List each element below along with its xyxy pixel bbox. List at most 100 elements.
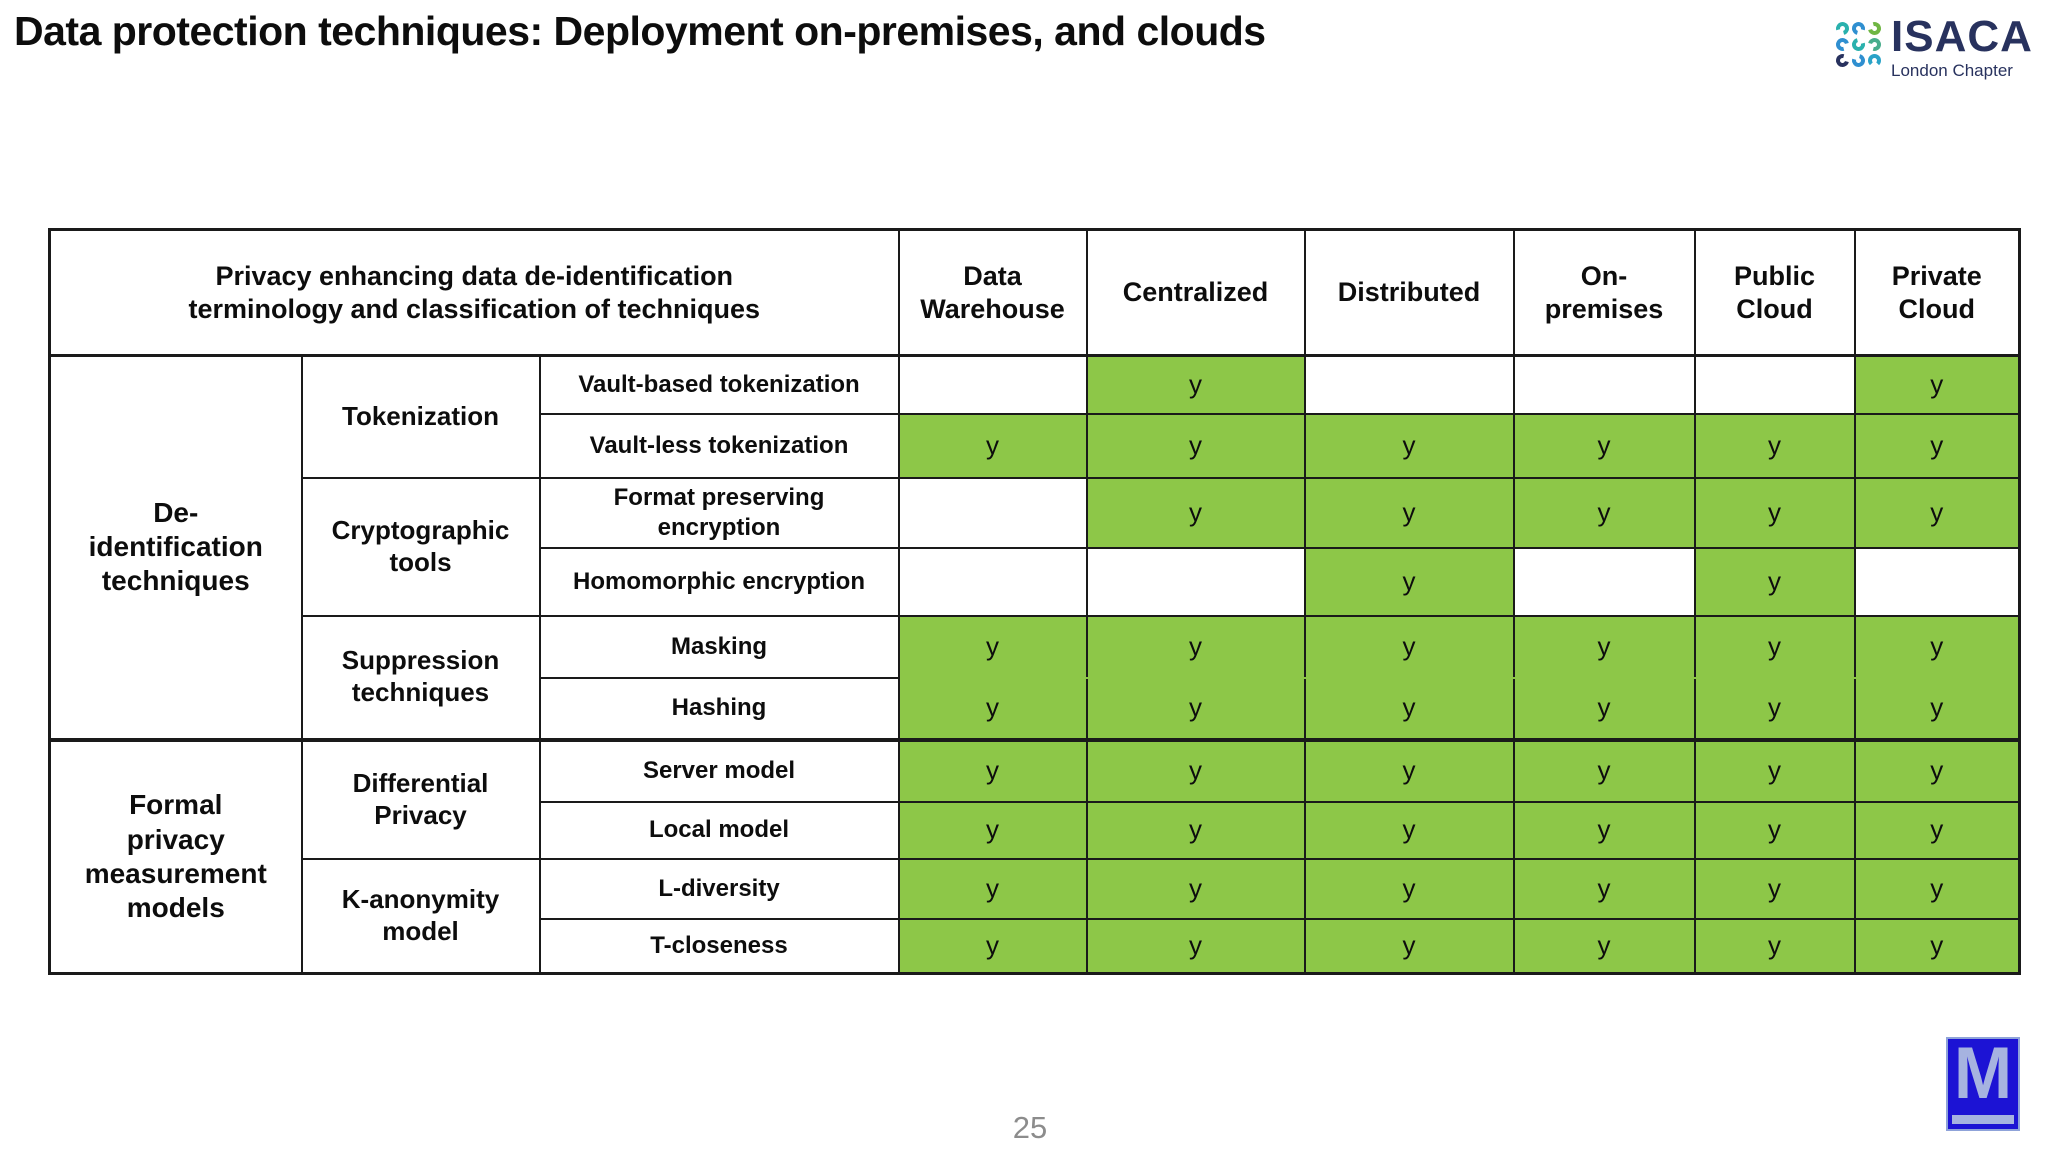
category-cell: De- identification techniques xyxy=(48,354,303,741)
group-cell: Tokenization xyxy=(300,354,541,479)
value-cell xyxy=(1693,354,1856,415)
category-cell: Formal privacy measurement models xyxy=(48,737,303,975)
value-cell: y xyxy=(1512,857,1696,920)
value-cell: y xyxy=(1512,917,1696,975)
isaca-mark-ring-icon xyxy=(1833,35,1852,54)
value-cell: y xyxy=(1693,800,1856,860)
isaca-wordmark-block: ISACA London Chapter xyxy=(1891,14,2033,81)
value-cell: y xyxy=(1303,800,1515,860)
technique-cell: Local model xyxy=(538,800,900,860)
isaca-mark-ring-icon xyxy=(1865,35,1884,54)
value-cell: y xyxy=(1303,476,1515,549)
page-title: Data protection techniques: Deployment o… xyxy=(14,8,1266,54)
value-cell xyxy=(1085,546,1306,617)
value-cell xyxy=(1853,546,2021,617)
value-cell: y xyxy=(897,917,1088,975)
value-cell: y xyxy=(897,676,1088,741)
value-cell: y xyxy=(1085,800,1306,860)
value-cell xyxy=(897,476,1088,549)
isaca-mark-ring-icon xyxy=(1833,19,1852,38)
value-cell xyxy=(897,546,1088,617)
value-cell: y xyxy=(1512,476,1696,549)
group-cell: K-anonymity model xyxy=(300,857,541,975)
value-cell: y xyxy=(1853,800,2021,860)
isaca-logo: ISACA London Chapter xyxy=(1833,14,2033,81)
technique-cell: Server model xyxy=(538,737,900,803)
value-cell: y xyxy=(1303,676,1515,741)
value-cell: y xyxy=(1085,354,1306,415)
value-cell: y xyxy=(1853,676,2021,741)
value-cell: y xyxy=(1512,412,1696,479)
value-cell: y xyxy=(897,412,1088,479)
value-cell: y xyxy=(1512,614,1696,679)
value-cell: y xyxy=(1085,412,1306,479)
value-cell xyxy=(1512,546,1696,617)
isaca-mark-ring-icon xyxy=(1865,19,1884,38)
value-cell: y xyxy=(1085,917,1306,975)
value-cell: y xyxy=(1693,546,1856,617)
column-header: Private Cloud xyxy=(1853,228,2021,357)
isaca-chapter-label: London Chapter xyxy=(1891,61,2013,80)
value-cell: y xyxy=(1853,917,2021,975)
group-cell: Differential Privacy xyxy=(300,737,541,860)
value-cell: y xyxy=(1853,476,2021,549)
value-cell: y xyxy=(1853,614,2021,679)
value-cell: y xyxy=(1693,412,1856,479)
technique-cell: Vault-less tokenization xyxy=(538,412,900,479)
group-cell: Cryptographic tools xyxy=(300,476,541,617)
technique-cell: Hashing xyxy=(538,676,900,741)
value-cell: y xyxy=(1303,857,1515,920)
column-header: Data Warehouse xyxy=(897,228,1088,357)
value-cell: y xyxy=(897,857,1088,920)
isaca-mark-ring-icon xyxy=(1868,54,1881,67)
column-header: Distributed xyxy=(1303,228,1515,357)
value-cell xyxy=(897,354,1088,415)
column-header: On- premises xyxy=(1512,228,1696,357)
value-cell: y xyxy=(1853,737,2021,803)
value-cell xyxy=(1512,354,1696,415)
value-cell: y xyxy=(1693,857,1856,920)
value-cell: y xyxy=(1853,354,2021,415)
isaca-wordmark: ISACA xyxy=(1891,12,2033,61)
m-logo-bar-icon xyxy=(1952,1115,2014,1124)
m-logo-letter: M xyxy=(1953,1032,2013,1114)
isaca-mark-ring-icon xyxy=(1849,35,1868,54)
m-logo: M xyxy=(1946,1032,2020,1131)
value-cell: y xyxy=(1693,476,1856,549)
value-cell: y xyxy=(1303,737,1515,803)
value-cell: y xyxy=(1853,857,2021,920)
value-cell: y xyxy=(1085,676,1306,741)
value-cell: y xyxy=(1693,676,1856,741)
page-number: 25 xyxy=(1012,1110,1048,1145)
value-cell: y xyxy=(1303,917,1515,975)
value-cell: y xyxy=(1085,614,1306,679)
value-cell: y xyxy=(1303,614,1515,679)
value-cell: y xyxy=(897,800,1088,860)
technique-cell: Homomorphic encryption xyxy=(538,546,900,617)
isaca-mark-ring-icon xyxy=(1833,51,1852,70)
value-cell: y xyxy=(1512,676,1696,741)
technique-cell: Vault-based tokenization xyxy=(538,354,900,415)
isaca-mark-ring-icon xyxy=(1849,19,1868,38)
value-cell: y xyxy=(1303,412,1515,479)
isaca-mark-icon xyxy=(1833,19,1884,70)
technique-cell: L-diversity xyxy=(538,857,900,920)
deployment-matrix-table: Privacy enhancing data de-identification… xyxy=(48,228,2022,975)
value-cell xyxy=(1303,354,1515,415)
table-title-cell: Privacy enhancing data de-identification… xyxy=(48,228,900,357)
value-cell: y xyxy=(1512,737,1696,803)
table-header-row: Privacy enhancing data de-identification… xyxy=(48,228,2021,357)
technique-cell: T-closeness xyxy=(538,917,900,975)
value-cell: y xyxy=(897,614,1088,679)
value-cell: y xyxy=(1085,857,1306,920)
